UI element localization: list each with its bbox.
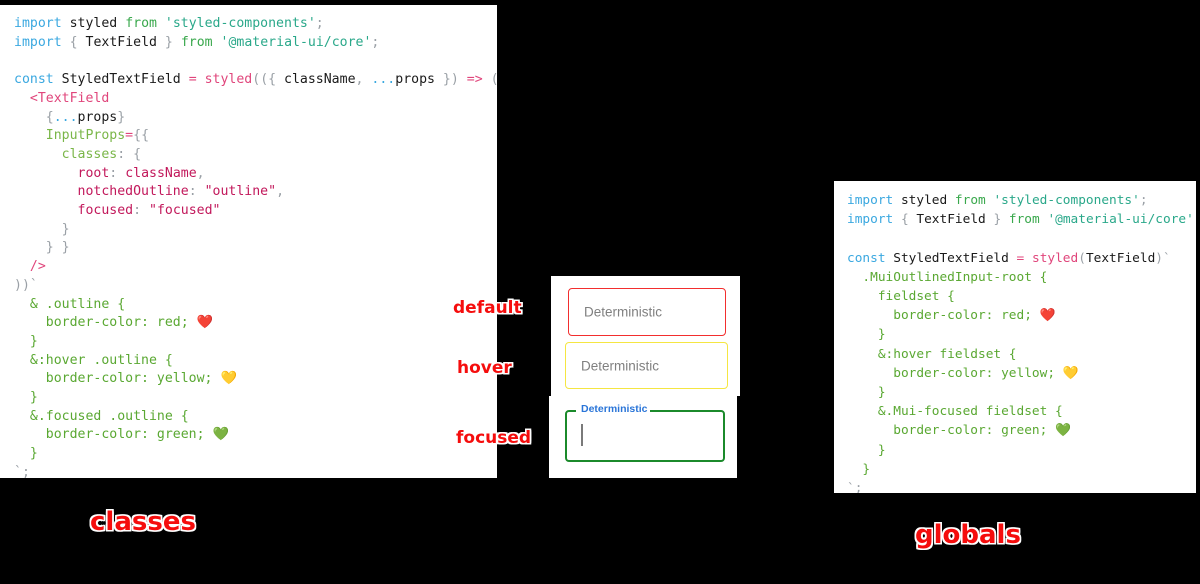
- title-globals: globals: [915, 520, 1021, 550]
- textfield-hover-text: Deterministic: [581, 358, 660, 373]
- code-panel-classes: import styled from 'styled-components'; …: [0, 5, 497, 478]
- annotation-hover: hover: [457, 358, 512, 378]
- textfield-hover[interactable]: Deterministic: [565, 342, 728, 389]
- textfield-focused-label: Deterministic: [579, 403, 650, 415]
- textfield-focused[interactable]: Deterministic: [565, 403, 725, 462]
- demo-panel-top: Deterministic Deterministic: [551, 276, 740, 396]
- textfield-default[interactable]: Deterministic: [568, 288, 726, 336]
- code-panel-globals: import styled from 'styled-components'; …: [834, 181, 1196, 493]
- code-block-classes: import styled from 'styled-components'; …: [14, 16, 497, 478]
- annotation-focused: focused: [456, 428, 532, 448]
- text-caret: [581, 424, 583, 446]
- annotation-default: default: [453, 298, 522, 318]
- title-classes: classes: [90, 507, 196, 537]
- code-block-globals: import styled from 'styled-components'; …: [847, 193, 1196, 493]
- textfield-default-text: Deterministic: [584, 304, 663, 320]
- demo-panel-bottom: Deterministic: [549, 396, 737, 478]
